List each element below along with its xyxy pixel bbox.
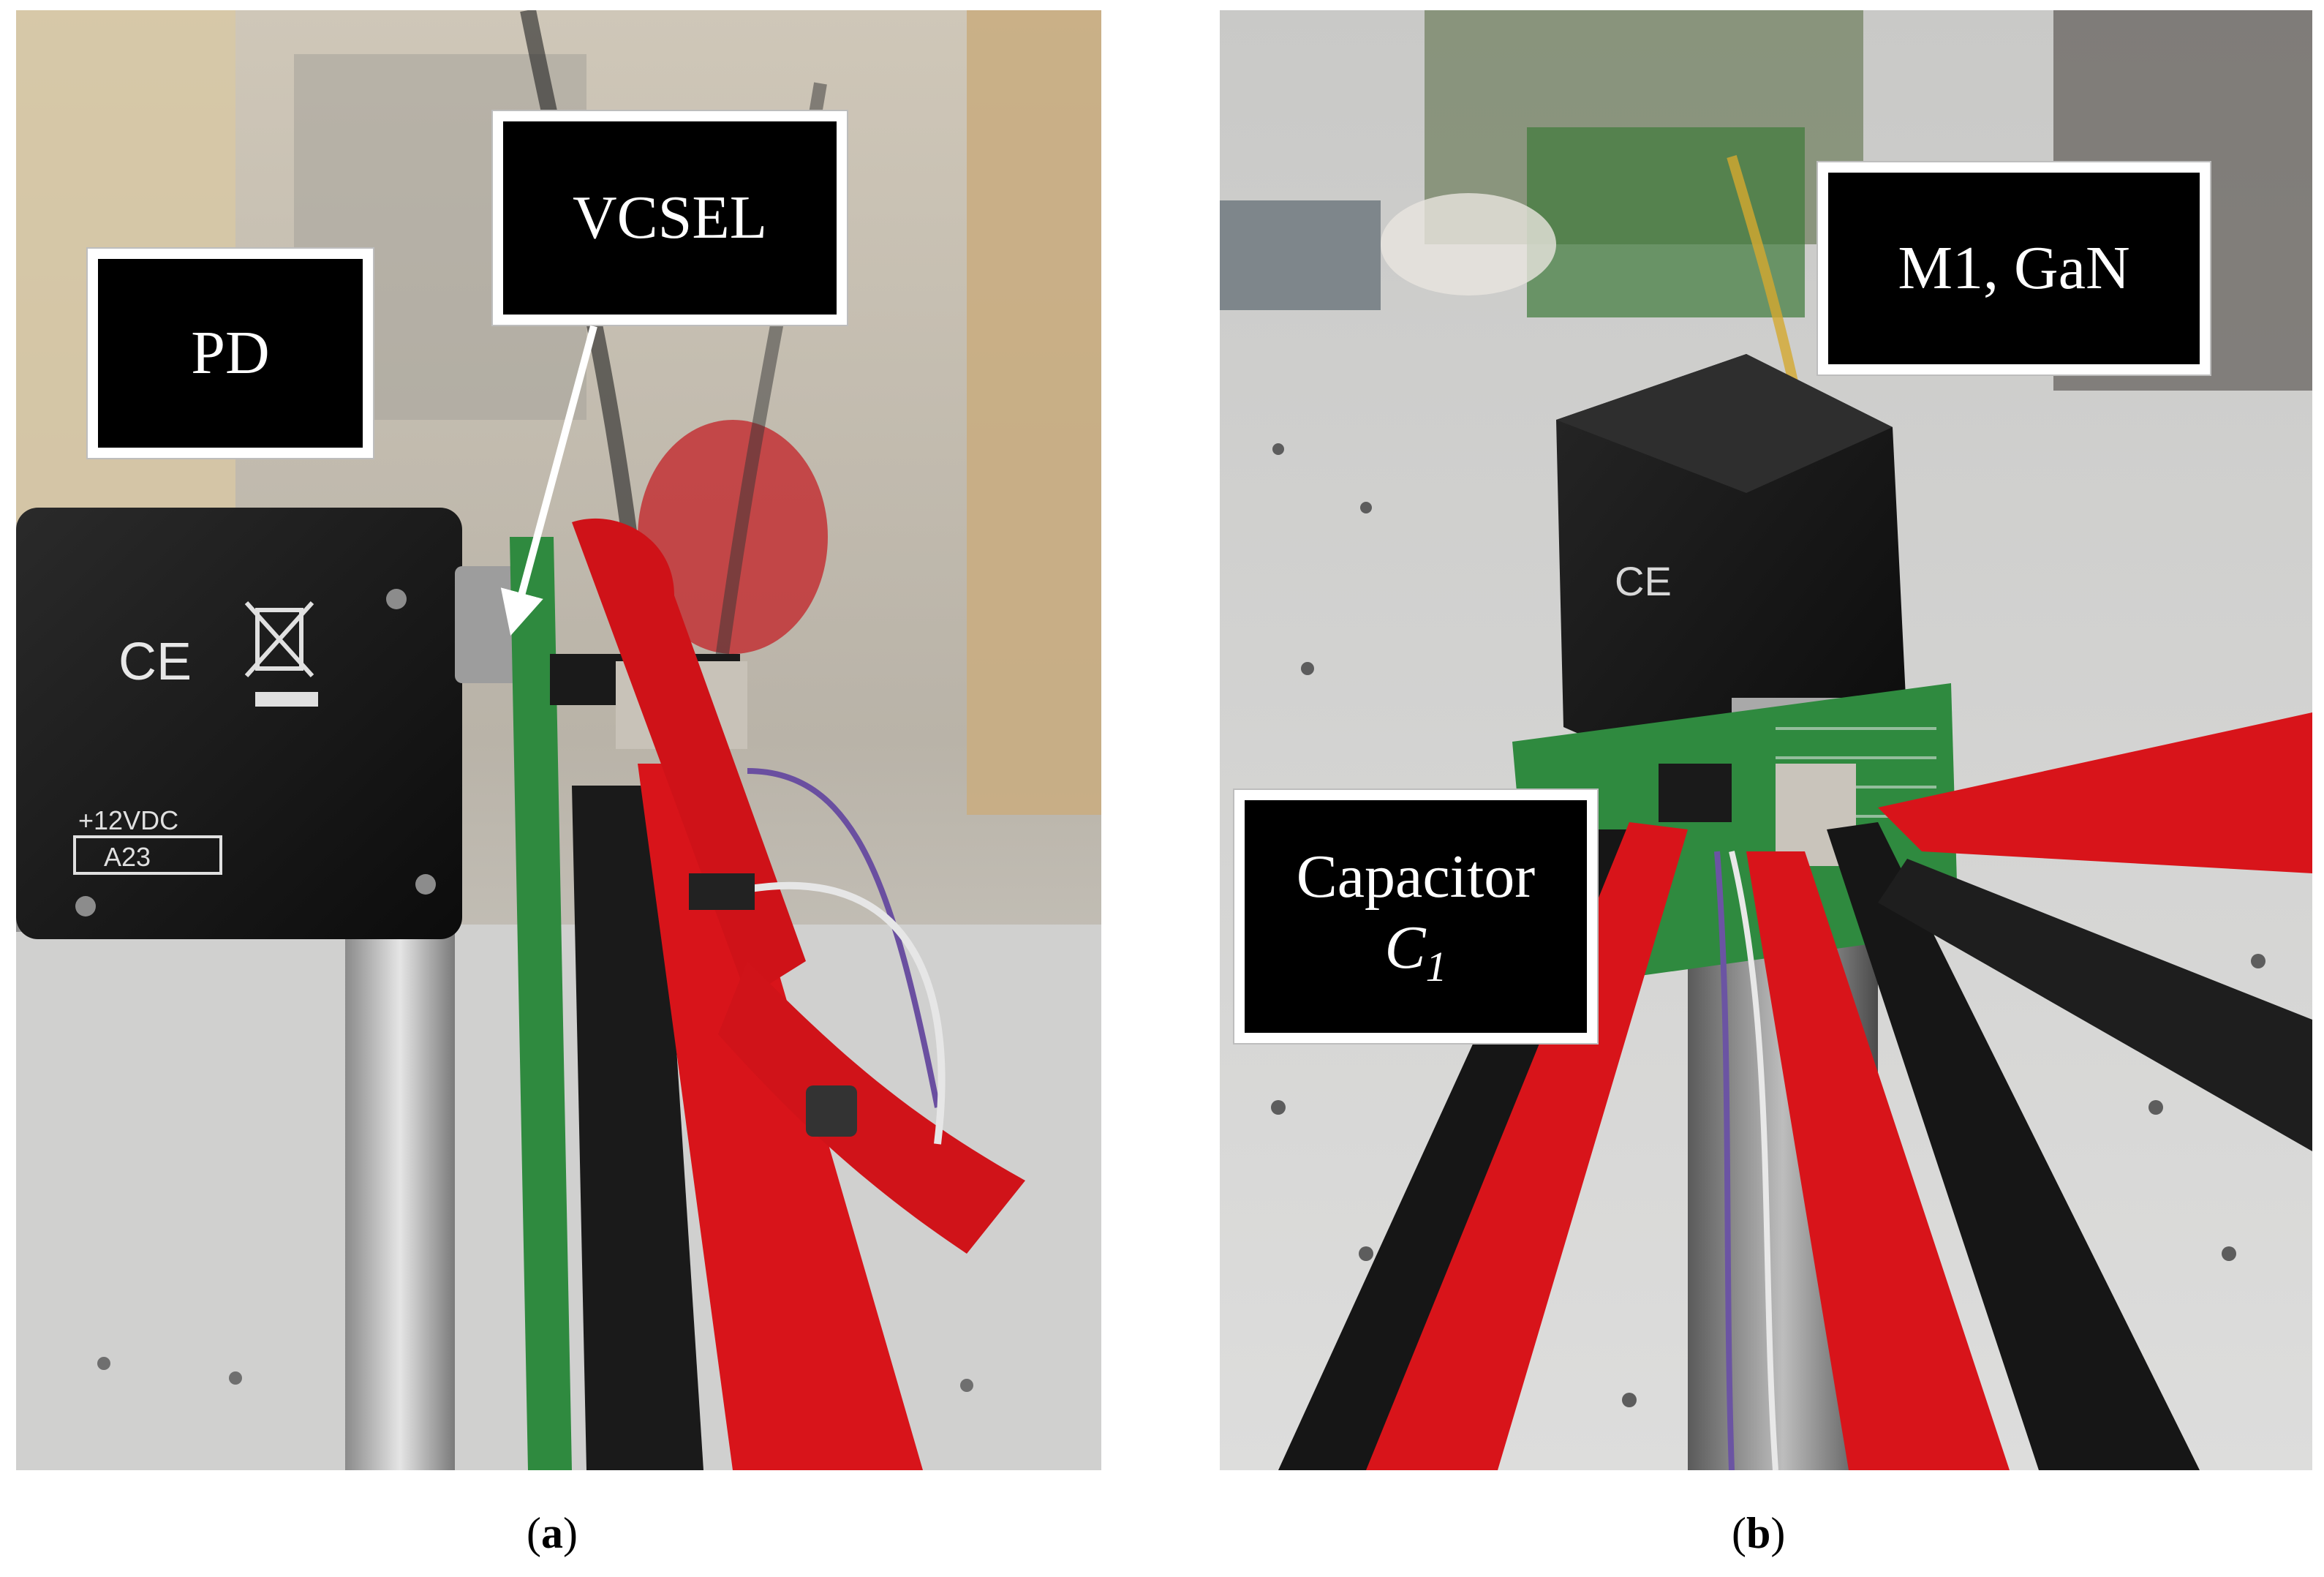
label-capacitor-symbol: C1 bbox=[1384, 913, 1446, 991]
caption-a-letter: a bbox=[540, 1509, 563, 1557]
caption-b-open: ( bbox=[1732, 1509, 1746, 1557]
caption-a: (a) bbox=[527, 1508, 578, 1559]
cap-symbol-subscript: 1 bbox=[1425, 942, 1447, 990]
battery-text: A23 bbox=[104, 842, 151, 872]
label-vcsel-text: VCSEL bbox=[572, 183, 768, 252]
caption-a-open: ( bbox=[527, 1509, 541, 1557]
label-capacitor: Capacitor C1 bbox=[1234, 790, 1597, 1043]
caption-b: (b) bbox=[1732, 1508, 1785, 1559]
ce-mark-b: CE bbox=[1615, 558, 1672, 604]
label-capacitor-text: Capacitor bbox=[1296, 842, 1536, 911]
recycle-bin-icon bbox=[244, 601, 318, 707]
label-vcsel: VCSEL bbox=[493, 111, 847, 325]
caption-b-close: ) bbox=[1770, 1509, 1786, 1557]
cap-symbol-letter: C bbox=[1384, 913, 1426, 982]
voltage-text: +12VDC bbox=[78, 805, 178, 835]
caption-b-letter: b bbox=[1746, 1509, 1771, 1557]
label-pd: PD bbox=[88, 249, 373, 458]
label-m1-gan-text: M1, GaN bbox=[1898, 233, 2130, 302]
label-pd-text: PD bbox=[191, 318, 270, 387]
ce-mark-a: CE bbox=[118, 633, 192, 691]
caption-a-close: ) bbox=[562, 1509, 578, 1557]
label-m1-gan: M1, GaN bbox=[1818, 162, 2210, 375]
